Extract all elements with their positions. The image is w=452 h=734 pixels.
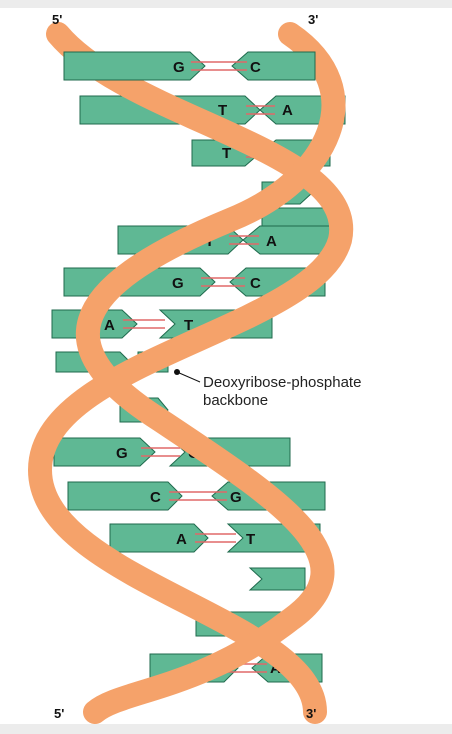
base-7-left	[54, 438, 155, 466]
backbone-label-line-1: Deoxyribose-phosphate	[203, 374, 361, 391]
base-9-left	[110, 524, 208, 552]
base-letter: G	[116, 445, 128, 462]
backbone-label-line-2: backbone	[203, 392, 268, 409]
backbone-pointer-line	[177, 372, 200, 382]
base-letter: A	[176, 531, 187, 548]
base-letter: G	[230, 489, 242, 506]
base-8-left	[68, 482, 182, 510]
base-letter: C	[250, 59, 261, 76]
end-label-top-left: 5'	[52, 12, 62, 27]
end-label-bottom-left: 5'	[54, 706, 64, 721]
base-letter: C	[250, 275, 261, 292]
base-letter: A	[104, 317, 115, 334]
base-letter: G	[172, 275, 184, 292]
base-letter: T	[246, 531, 255, 548]
base-1-right	[232, 52, 315, 80]
base-letter: C	[150, 489, 161, 506]
base-letter: A	[282, 102, 293, 119]
base-letter: A	[266, 233, 277, 250]
end-label-bottom-right: 3'	[306, 706, 316, 721]
base-letter: G	[173, 59, 185, 76]
base-letter: T	[222, 145, 231, 162]
base-pair-1: G C	[64, 52, 315, 80]
end-label-top-right: 3'	[308, 12, 318, 27]
base-partial	[250, 568, 305, 590]
